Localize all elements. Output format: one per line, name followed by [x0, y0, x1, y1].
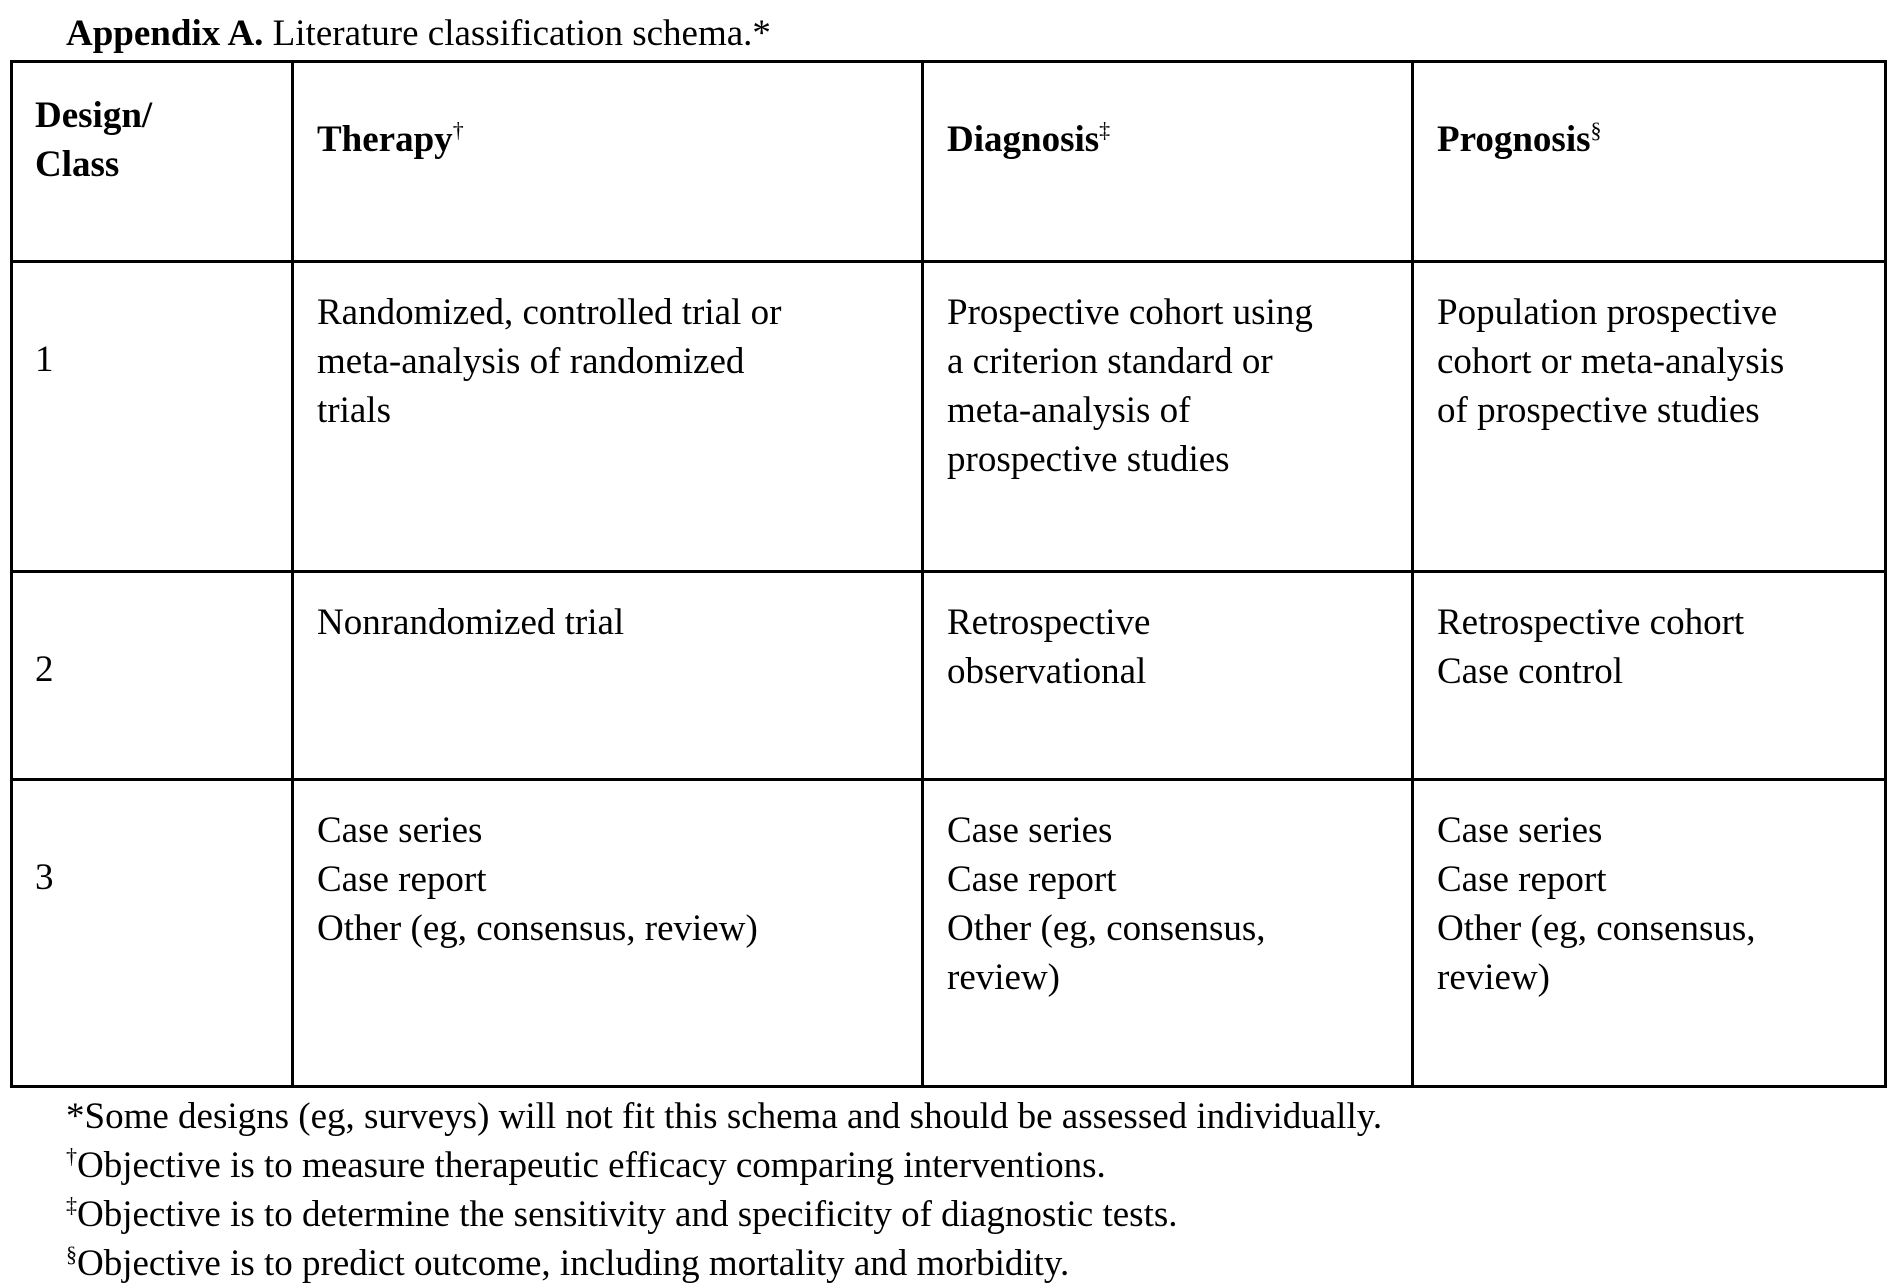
cell-line: Randomized, controlled trial or — [317, 292, 782, 333]
header-row: Design/ Class Therapy† Diagnosis‡ Progno… — [10, 60, 1887, 263]
cell-line: observational — [947, 651, 1147, 692]
cell-line: Case control — [1437, 651, 1623, 692]
header-label: Diagnosis — [947, 119, 1100, 160]
header-class: Class — [35, 144, 120, 185]
footnote: *Some designs (eg, surveys) will not fit… — [66, 1092, 1884, 1141]
footnote: ‡Objective is to determine the sensitivi… — [66, 1190, 1884, 1239]
header-therapy: Therapy† — [291, 60, 924, 263]
cell-line: of prospective studies — [1437, 390, 1760, 431]
footnote-text: Objective is to determine the sensitivit… — [77, 1194, 1178, 1235]
footnote-mark: ‡ — [1099, 117, 1111, 143]
footnote-mark: § — [66, 1241, 77, 1267]
cell-line: review) — [947, 957, 1060, 998]
header-design: Design/ — [35, 95, 153, 136]
footnotes: *Some designs (eg, surveys) will not fit… — [66, 1092, 1884, 1288]
table-row: 1 Randomized, controlled trial or meta-ana… — [10, 260, 1887, 573]
footnote: †Objective is to measure therapeutic eff… — [66, 1141, 1884, 1190]
header-prognosis: Prognosis§ — [1411, 60, 1887, 263]
cell-line: Case report — [947, 859, 1117, 900]
cell-line: Retrospective — [947, 602, 1151, 643]
cell-line: review) — [1437, 957, 1550, 998]
cell-line: meta-analysis of — [947, 390, 1191, 431]
footnote-mark: † — [66, 1143, 77, 1169]
cell-line: cohort or meta-analysis — [1437, 341, 1785, 382]
therapy-cell: Nonrandomized trial — [291, 570, 924, 781]
therapy-cell: Randomized, controlled trial or meta-anal… — [291, 260, 924, 573]
classification-table: Design/ Class Therapy† Diagnosis‡ Progno… — [10, 60, 1887, 1088]
footnote-mark: * — [66, 1096, 85, 1137]
class-cell: 1 — [10, 260, 294, 573]
class-cell: 2 — [10, 570, 294, 781]
cell-line: Population prospective — [1437, 292, 1778, 333]
diagnosis-cell: Retrospective observational — [921, 570, 1414, 781]
header-design-class: Design/ Class — [10, 60, 294, 263]
cell-line: Other (eg, consensus, review) — [317, 908, 758, 949]
caption-text: Literature classification schema.* — [263, 13, 771, 54]
cell-line: meta-analysis of randomized — [317, 341, 745, 382]
prognosis-cell: Population prospective cohort or meta-ana… — [1411, 260, 1887, 573]
footnote-text: Objective is to predict outcome, includi… — [77, 1243, 1070, 1284]
footnote-mark: ‡ — [66, 1192, 77, 1218]
cell-line: Nonrandomized trial — [317, 602, 625, 643]
cell-line: Case report — [317, 859, 487, 900]
diagnosis-cell: Prospective cohort using a criterion stan… — [921, 260, 1414, 573]
table-caption: Appendix A. Literature classification sc… — [66, 12, 1884, 60]
cell-line: Prospective cohort using — [947, 292, 1313, 333]
cell-line: Case series — [947, 810, 1113, 851]
header-label: Therapy — [317, 119, 453, 160]
cell-line: Other (eg, consensus, — [1437, 908, 1756, 949]
cell-line: Case series — [317, 810, 483, 851]
class-cell: 3 — [10, 778, 294, 1088]
footnote-text: Some designs (eg, surveys) will not fit … — [84, 1096, 1383, 1137]
cell-line: Retrospective cohort — [1437, 602, 1745, 643]
footnote-mark: § — [1590, 117, 1602, 143]
cell-line: a criterion standard or — [947, 341, 1273, 382]
table-row: 2 Nonrandomized trial Retrospective observa… — [10, 570, 1887, 781]
cell-line: prospective studies — [947, 439, 1230, 480]
cell-line: Other (eg, consensus, — [947, 908, 1266, 949]
caption-label: Appendix A. — [66, 13, 264, 54]
footnote: §Objective is to predict outcome, includ… — [66, 1239, 1884, 1288]
cell-line: Case report — [1437, 859, 1607, 900]
footnote-mark: † — [452, 117, 464, 143]
footnote-text: Objective is to measure therapeutic effi… — [77, 1145, 1106, 1186]
cell-line: Case series — [1437, 810, 1603, 851]
header-diagnosis: Diagnosis‡ — [921, 60, 1414, 263]
cell-line: trials — [317, 390, 391, 431]
header-label: Prognosis — [1437, 119, 1591, 160]
